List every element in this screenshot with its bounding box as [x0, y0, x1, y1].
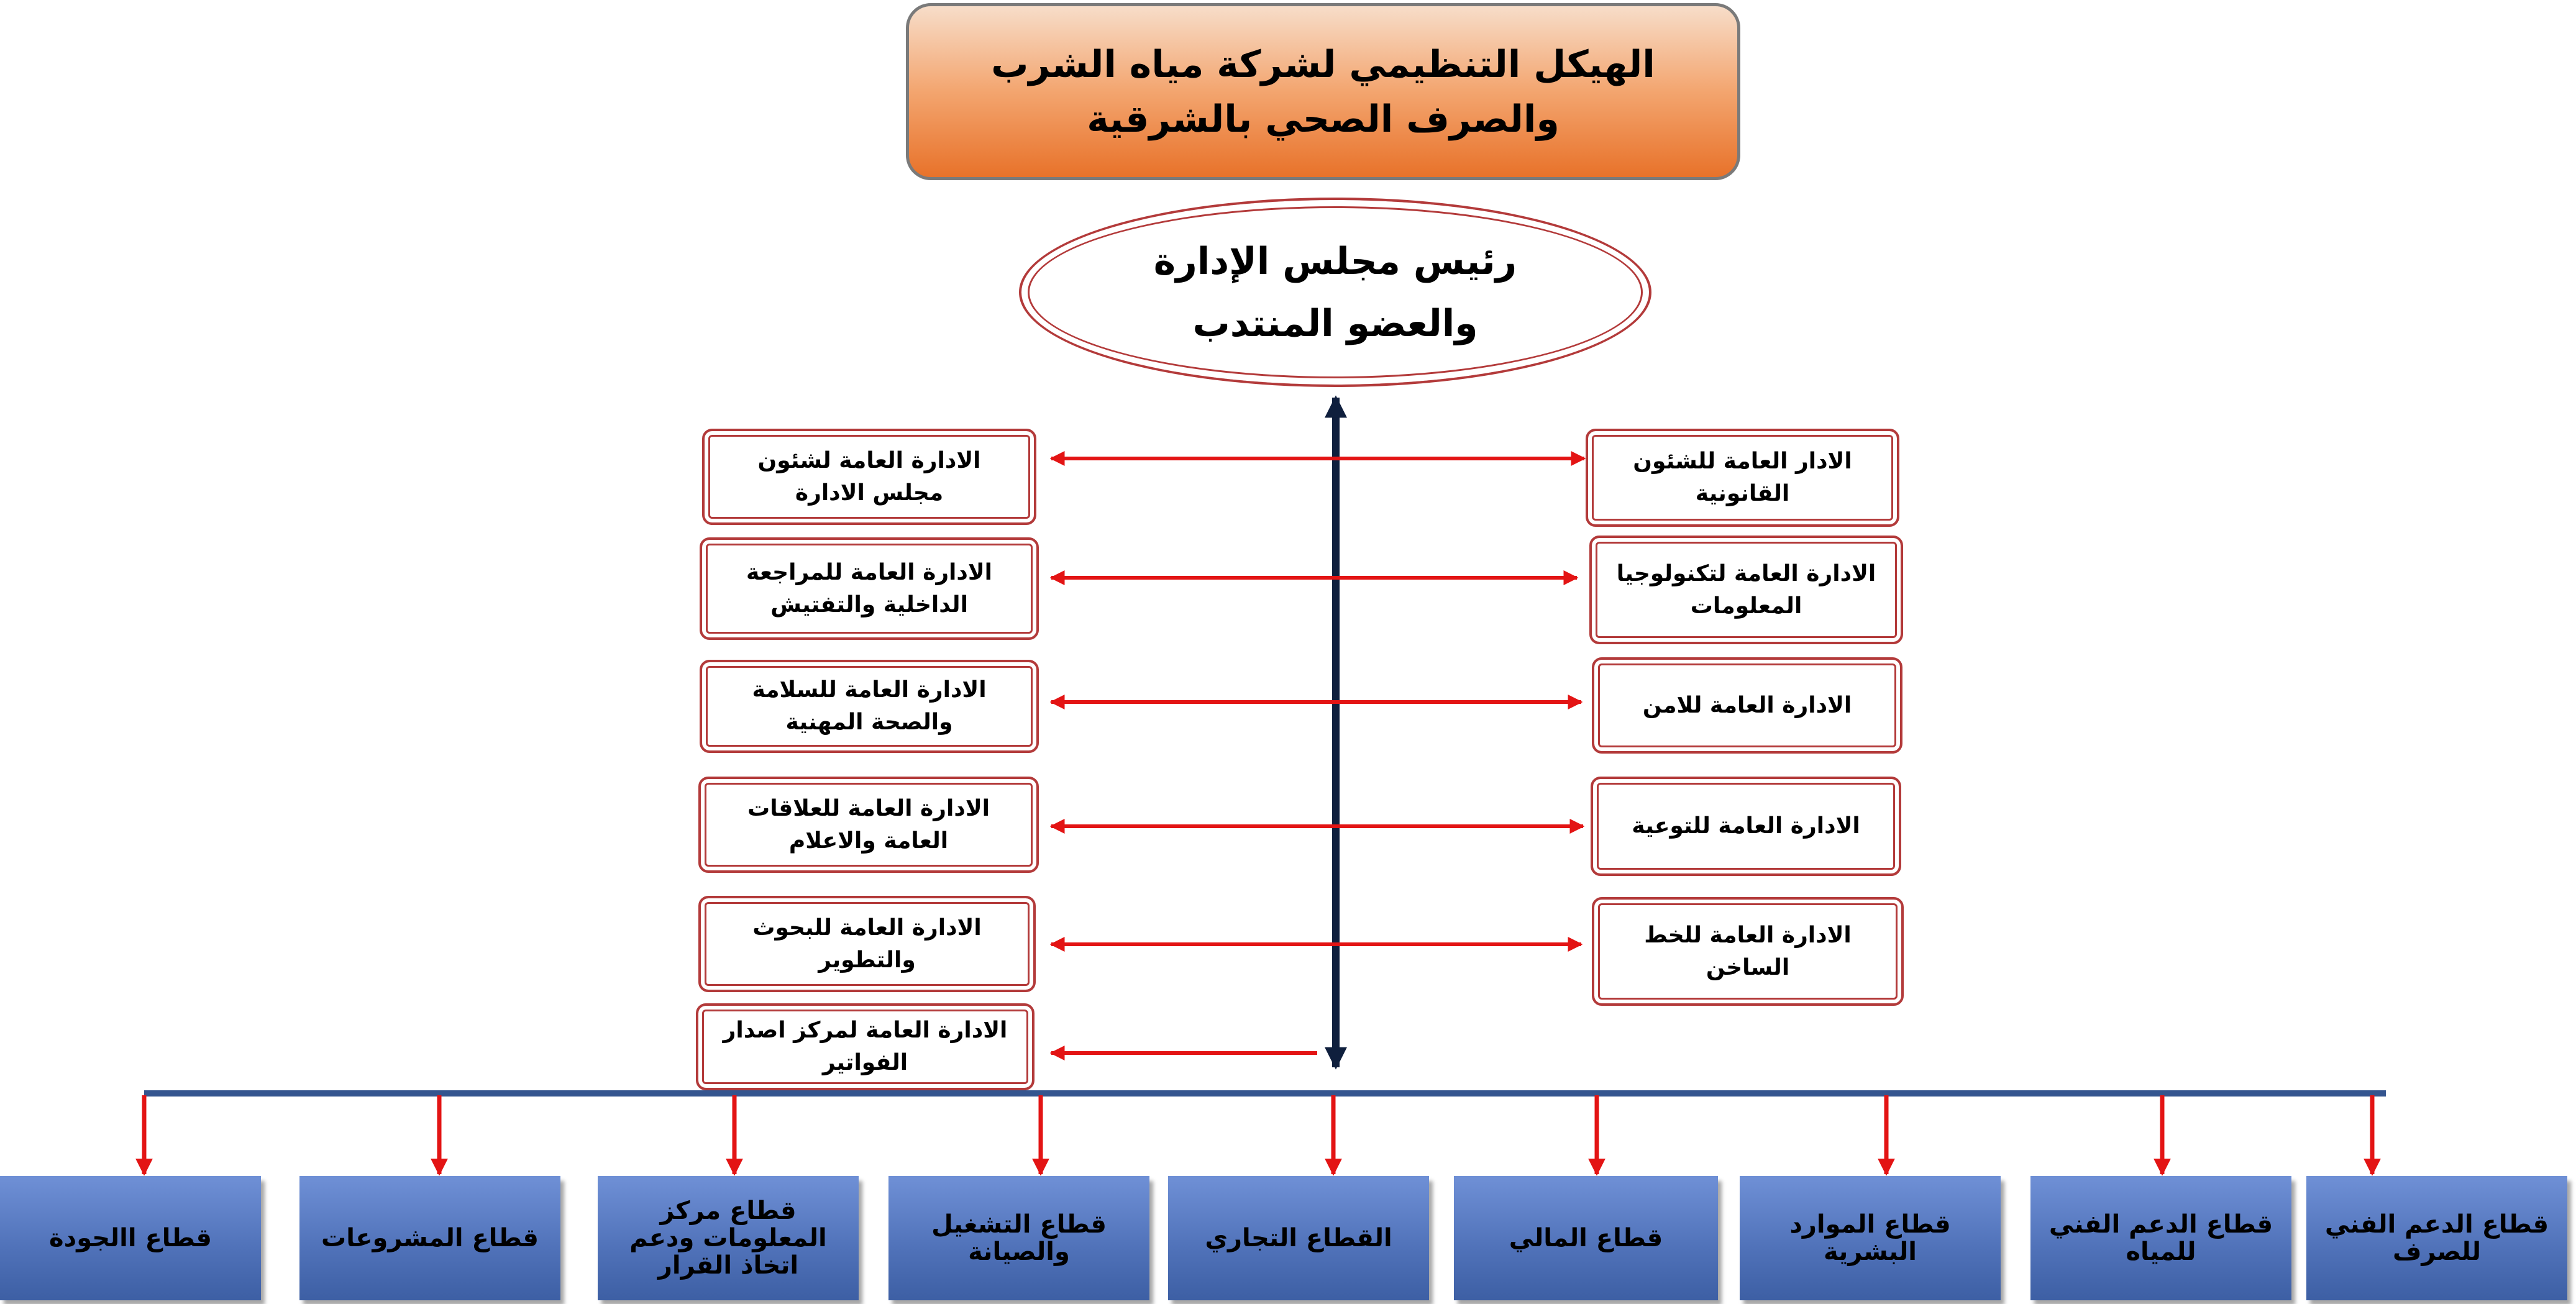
sector-technical-support-water: قطاع الدعم الفني للمياه — [2030, 1176, 2291, 1300]
dept-occupational-safety: الادارة العامة للسلامة والصحة المهنية — [700, 660, 1039, 753]
sector-human-resources: قطاع الموارد البشرية — [1740, 1176, 2001, 1300]
sector-technical-support-sewage: قطاع الدعم الفني للصرف — [2306, 1176, 2567, 1300]
dept-security: الادارة العامة للامن — [1592, 657, 1902, 754]
sector-quality: قطاع االجودة — [0, 1176, 261, 1300]
sector-commercial: القطاع التجاري — [1168, 1176, 1429, 1300]
dept-legal-affairs: الادار العامة للشئون القانونية — [1586, 429, 1899, 527]
dept-hotline: الادارة العامة للخط الساخن — [1592, 897, 1904, 1006]
dept-information-technology: الادارة العامة لتكنولوجيا المعلومات — [1589, 536, 1903, 644]
sector-information-center: قطاع مركز المعلومات ودعم اتخاذ القرار — [598, 1176, 859, 1300]
dept-billing-center: الادارة العامة لمركز اصدار الفواتير — [696, 1003, 1035, 1090]
dept-research-development: الادارة العامة للبحوث والتطوير — [698, 896, 1036, 992]
sector-operations-maintenance: قطاع التشغيل والصيانة — [888, 1176, 1149, 1300]
chart-title: الهيكل التنظيمي لشركة مياه الشرب والصرف … — [906, 3, 1740, 180]
chairman-subtitle: والعضو المنتدب — [1192, 301, 1478, 345]
chairman-title: رئيس مجلس الإدارة — [1153, 239, 1517, 283]
sector-projects: قطاع المشروعات — [299, 1176, 560, 1300]
chairman-node: رئيس مجلس الإدارة والعضو المنتدب — [1019, 198, 1651, 387]
sector-finance: قطاع المالي — [1454, 1176, 1718, 1300]
dept-internal-audit: الادارة العامة للمراجعة الداخلية والتفتي… — [700, 537, 1039, 640]
dept-awareness: الادارة العامة للتوعية — [1591, 777, 1901, 876]
dept-board-affairs: الادارة العامة لشئون مجلس الادارة — [702, 429, 1036, 525]
dept-public-relations: الادارة العامة للعلاقات العامة والاعلام — [698, 777, 1039, 873]
